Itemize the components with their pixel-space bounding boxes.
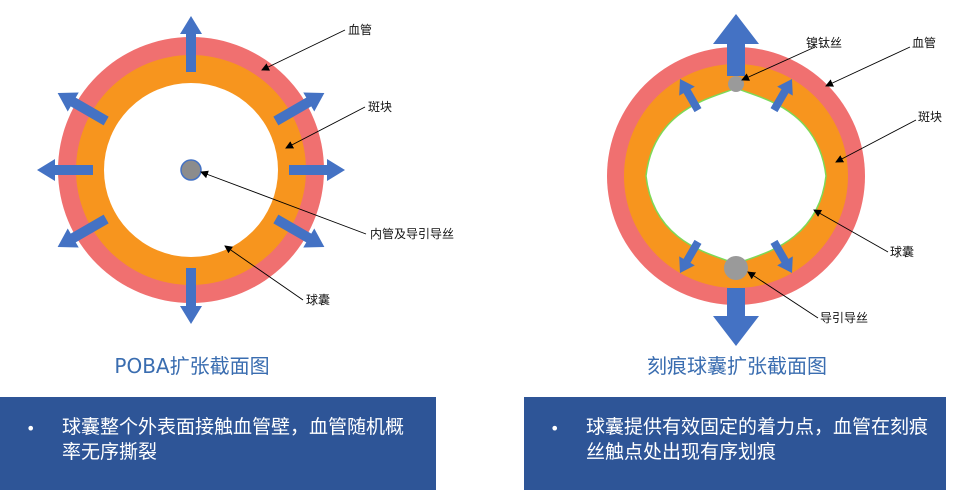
bullet-icon: • (26, 419, 36, 438)
diagram-canvas: 血管 斑块 内管及导引导丝 球囊 POBA扩张截面图 镍钛丝 血管 斑块 球囊 … (37, 14, 942, 378)
label-vessel: 血管 (348, 22, 372, 37)
right-force-arrows (679, 14, 793, 346)
label-balloon: 球囊 (890, 244, 914, 259)
scoring-cross-section (607, 47, 865, 305)
arrow-icon (770, 79, 793, 113)
description-text: 球囊整个外表面接触血管壁，血管随机概率无序撕裂 (62, 416, 405, 463)
description-box-poba: • 球囊整个外表面接触血管壁，血管随机概率无序撕裂 (0, 397, 436, 490)
arrow-icon (273, 92, 325, 126)
arrow-icon (770, 239, 793, 273)
arrow-down-icon (713, 288, 759, 346)
arrow-icon (679, 79, 702, 113)
right-leader-lines (741, 46, 917, 319)
left-leader-lines (200, 29, 367, 301)
arrow-icon (37, 159, 93, 181)
nitinol-wire (728, 76, 744, 92)
label-balloon: 球囊 (306, 292, 330, 307)
inner-tube-and-guidewire (180, 159, 202, 181)
label-catheter: 内管及导引导丝 (370, 226, 454, 241)
label-guidewire: 导引导丝 (820, 311, 868, 325)
arrow-icon (180, 16, 202, 72)
arrow-icon (180, 268, 202, 324)
label-plaque: 斑块 (918, 110, 942, 124)
arrow-icon (289, 159, 345, 181)
arrow-icon (57, 92, 109, 126)
guidewire (724, 256, 748, 280)
arrow-up-icon (713, 14, 759, 76)
label-nitinol: 镍钛丝 (806, 35, 842, 50)
caption-poba: POBA扩张截面图 (114, 354, 269, 378)
arrow-icon (273, 214, 325, 248)
poba-cross-section (58, 37, 324, 303)
caption-scoring: 刻痕球囊扩张截面图 (647, 354, 827, 378)
label-vessel: 血管 (912, 35, 936, 50)
arrow-icon (679, 239, 702, 273)
bullet-icon: • (550, 419, 560, 438)
label-plaque: 斑块 (368, 100, 392, 114)
left-force-arrows (37, 16, 345, 324)
description-box-scoring: • 球囊提供有效固定的着力点，血管在刻痕丝触点处出现有序划痕 (524, 397, 946, 490)
description-text: 球囊提供有效固定的着力点，血管在刻痕丝触点处出现有序划痕 (586, 416, 929, 463)
arrow-icon (57, 214, 109, 248)
